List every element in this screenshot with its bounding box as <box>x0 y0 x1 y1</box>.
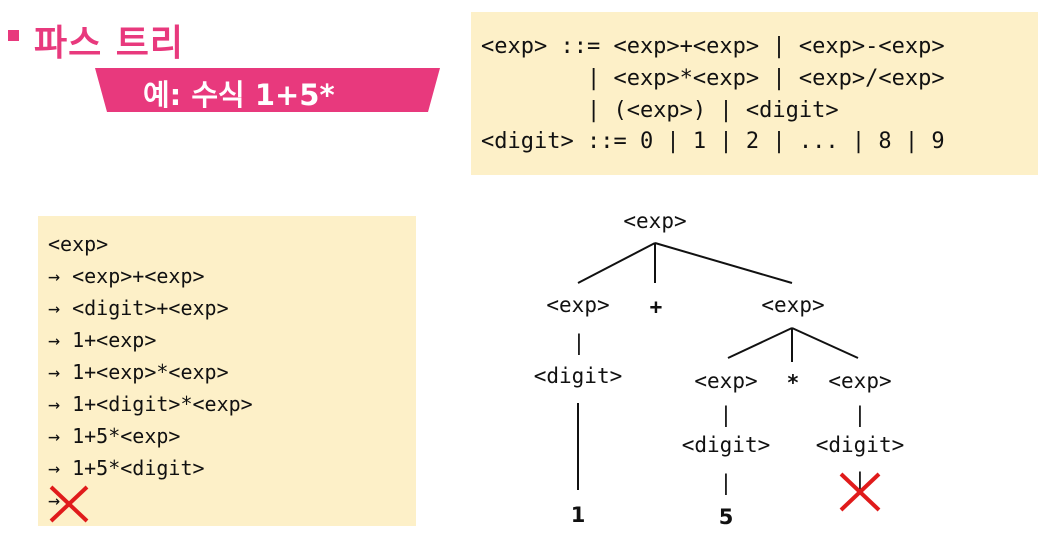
tree-node-rr-digit: <digit> <box>816 433 905 457</box>
derivation-step: → <digit>+<exp> <box>48 296 229 320</box>
tree-node-rl-exp: <exp> <box>694 369 757 393</box>
grammar-box: <exp> ::= <exp>+<exp> | <exp>-<exp> | <e… <box>471 12 1038 175</box>
banner-shape <box>95 68 440 112</box>
tree-bar: | <box>573 331 586 356</box>
tree-node-star: * <box>787 371 800 395</box>
tree-node-root: <exp> <box>623 209 686 233</box>
derivation-step: → <exp>+<exp> <box>48 264 205 288</box>
tree-bar: | <box>720 471 733 496</box>
x-mark-icon <box>49 485 89 523</box>
tree-node-right-exp: <exp> <box>761 293 824 317</box>
tree-node-rr-exp: <exp> <box>828 369 891 393</box>
subtitle-banner: 예: 수식 1+5* <box>95 68 440 112</box>
tree-edges <box>577 242 859 490</box>
derivation-step: → 1+<exp>*<exp> <box>48 360 229 384</box>
edge <box>727 327 793 359</box>
tree-node-rl-digit: <digit> <box>682 433 771 457</box>
edge <box>654 242 793 284</box>
bullet-square-icon <box>8 30 19 41</box>
derivation-step: → 1+5*<digit> <box>48 456 205 480</box>
tree-node-plus: + <box>650 295 663 319</box>
tree-bar: | <box>720 403 733 428</box>
subtitle-text: 예: 수식 1+5* <box>143 78 335 112</box>
derivation-step: → 1+<digit>*<exp> <box>48 392 253 416</box>
x-mark-icon <box>839 472 881 512</box>
page-title: 파스 트리 <box>34 23 185 64</box>
grammar-line: <digit> ::= 0 | 1 | 2 | ... | 8 | 9 <box>481 129 945 154</box>
grammar-line: | <exp>*<exp> | <exp>/<exp> <box>481 66 945 91</box>
tree-node-left-exp: <exp> <box>546 293 609 317</box>
derivation-step: → 1+5*<exp> <box>48 424 181 448</box>
derivation-box: <exp> → <exp>+<exp> → <digit>+<exp> → 1+… <box>38 216 416 526</box>
derivation-step: → 1+<exp> <box>48 328 157 352</box>
tree-leaf-5: 5 <box>719 505 734 529</box>
grammar-line: <exp> ::= <exp>+<exp> | <exp>-<exp> <box>481 34 945 59</box>
tree-leaf-1: 1 <box>571 503 586 527</box>
edge <box>577 242 656 284</box>
grammar-line: | (<exp>) | <digit> <box>481 98 839 123</box>
tree-bar: | <box>854 403 867 428</box>
derivation-step: <exp> <box>48 232 109 256</box>
tree-node-left-digit: <digit> <box>534 364 623 388</box>
edge <box>791 327 859 359</box>
